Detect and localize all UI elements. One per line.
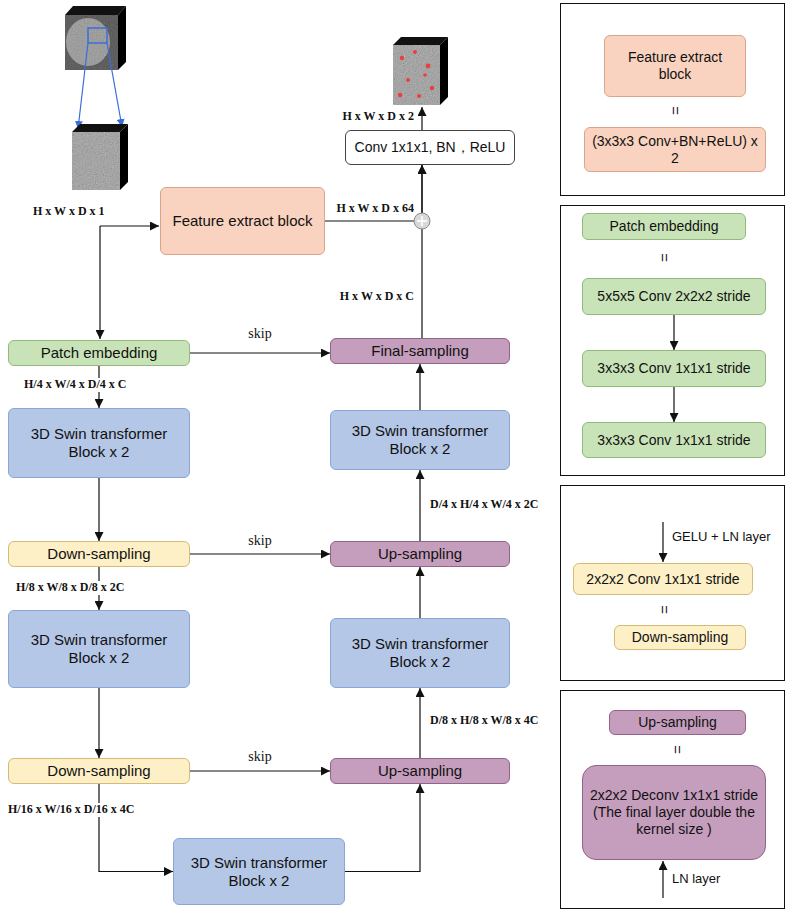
swin-block: 3D Swin transformer Block x 2 — [8, 408, 190, 478]
swin-block: 3D Swin transformer Block x 2 — [8, 610, 190, 688]
dimension-label: H/8 x W/8 x D/8 x 2C — [14, 581, 126, 595]
legend-panel — [561, 4, 785, 196]
node-text: Down-sampling — [47, 545, 150, 563]
input-patch — [72, 124, 128, 190]
legend-box: Down-sampling — [614, 625, 746, 650]
dimension-label: H/16 x W/16 x D/16 x 4C — [6, 803, 136, 817]
equals-sign: = — [655, 253, 672, 262]
connector — [190, 352, 330, 353]
dimension-label: D/8 x H/8 x W/8 x 4C — [430, 714, 538, 728]
node-text: 2x2x2 Deconv 1x1x1 stride — [590, 787, 758, 804]
input-line — [662, 522, 663, 562]
node-text: Down-sampling — [632, 629, 728, 646]
swin-block: 3D Swin transformer Block x 2 — [173, 838, 345, 905]
connector — [419, 470, 420, 541]
upsampling-box: Up-sampling — [330, 758, 510, 784]
zoom-line — [78, 43, 88, 129]
connector — [673, 315, 674, 350]
legend-box: 2x2x2 Conv 1x1x1 stride — [573, 563, 753, 595]
node-text: 5x5x5 Conv 2x2x2 stride — [597, 288, 750, 305]
note-label: LN layer — [672, 872, 720, 887]
node-text: Conv 1x1x1, BN，ReLU — [355, 139, 506, 156]
legend-box: 3x3x3 Conv 1x1x1 stride — [582, 422, 766, 458]
dimension-label: H x W x D x 2 — [342, 110, 414, 124]
node-text: 3x3x3 Conv 1x1x1 stride — [597, 360, 750, 377]
sampling-box: Final-sampling — [330, 338, 510, 364]
node-text: Up-sampling — [638, 714, 717, 731]
node-text: Feature extract block — [172, 212, 312, 230]
note-label: GELU + LN layer — [672, 530, 771, 545]
connector — [419, 567, 420, 618]
connector — [99, 784, 173, 872]
node-text: Final-sampling — [371, 342, 469, 360]
upsampling-box: Up-sampling — [330, 541, 510, 567]
swin-block: 3D Swin transformer Block x 2 — [330, 618, 510, 688]
input-line — [99, 226, 100, 339]
equals-sign: = — [666, 106, 683, 115]
sum-symbol — [414, 213, 430, 229]
node-text: Patch embedding — [41, 344, 158, 362]
skip-label: skip — [248, 326, 271, 342]
legend-box: 5x5x5 Conv 2x2x2 stride — [582, 278, 766, 315]
legend-box: Patch embedding — [582, 213, 746, 240]
dimension-label: D/4 x H/4 x W/4 x 2C — [430, 498, 538, 512]
node-text: 3x3x3 Conv 1x1x1 stride — [597, 432, 750, 449]
node-text: 3D Swin transformer Block x 2 — [337, 635, 503, 671]
connector — [419, 688, 420, 758]
legend-panel — [561, 486, 785, 681]
dimension-label: H x W x D x 1 — [33, 205, 105, 219]
node-text: 3D Swin transformer Block x 2 — [15, 631, 183, 667]
equals-sign: = — [655, 605, 672, 614]
input-volume — [65, 6, 126, 70]
legend-box: Feature extract block — [604, 35, 746, 97]
connector — [325, 165, 422, 221]
legend-panel — [561, 691, 785, 909]
dimension-label: H x W x D x C — [340, 290, 414, 304]
connector — [98, 478, 99, 541]
node-text: (The final layer double the kernel size … — [589, 804, 759, 838]
swin-block: 3D Swin transformer Block x 2 — [330, 410, 510, 470]
node-text: Up-sampling — [378, 762, 462, 780]
legend-panel — [561, 206, 785, 476]
legend-box: (3x3x3 Conv+BN+ReLU) x 2 — [584, 127, 766, 172]
skip-label: skip — [248, 533, 271, 549]
node-text: 2x2x2 Conv 1x1x1 stride — [586, 571, 739, 588]
node-text: 3D Swin transformer Block x 2 — [337, 422, 503, 458]
downsampling-box: Down-sampling — [8, 758, 190, 784]
output-volume — [393, 37, 448, 105]
connector — [673, 387, 674, 422]
node-text: Feature extract block — [611, 49, 739, 83]
connector — [190, 553, 330, 554]
equals-sign: = — [668, 745, 685, 754]
connector — [98, 688, 99, 758]
legend-box: 3x3x3 Conv 1x1x1 stride — [582, 350, 766, 387]
conv-block: Conv 1x1x1, BN，ReLU — [345, 130, 515, 165]
patch-embedding-box: Patch embedding — [8, 340, 190, 366]
downsampling-box: Down-sampling — [8, 541, 190, 567]
node-text: 3D Swin transformer Block x 2 — [15, 425, 183, 461]
feature-block: Feature extract block — [160, 187, 325, 255]
zoom-line — [107, 43, 122, 127]
skip-label: skip — [248, 749, 271, 765]
output-line — [421, 107, 422, 130]
connector — [190, 770, 330, 771]
dimension-label: H/4 x W/4 x D/4 x C — [22, 378, 128, 392]
node-text: (3x3x3 Conv+BN+ReLU) x 2 — [591, 133, 759, 167]
node-text: 3D Swin transformer Block x 2 — [180, 854, 338, 890]
node-text: Up-sampling — [378, 545, 462, 563]
node-text: Down-sampling — [47, 762, 150, 780]
connector — [421, 165, 422, 338]
legend-box: Up-sampling — [609, 710, 746, 735]
connector — [419, 364, 420, 410]
legend-box: 2x2x2 Deconv 1x1x1 stride(The final laye… — [582, 765, 766, 860]
input-line — [100, 225, 159, 226]
dimension-label: H x W x D x 64 — [336, 202, 414, 216]
connector — [345, 784, 420, 872]
node-text: Patch embedding — [610, 218, 719, 235]
input-line — [662, 861, 663, 898]
